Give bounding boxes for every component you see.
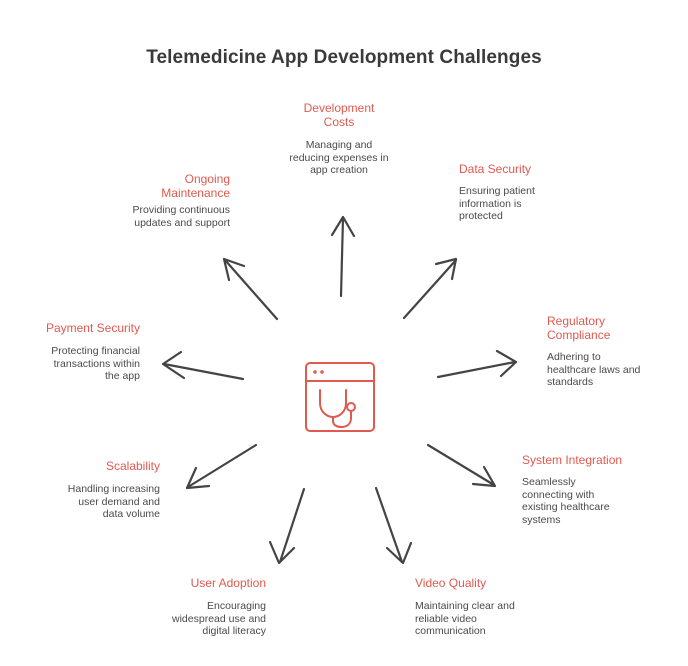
arrow-user-adoption — [268, 487, 306, 565]
label-regulatory-compliance: Regulatory Compliance — [547, 314, 611, 342]
diagram-title: Telemedicine App Development Challenges — [146, 47, 542, 68]
label-development-costs: Development Costs — [303, 101, 375, 129]
desc-video-quality: Maintaining clear and reliable video com… — [415, 600, 515, 637]
arrow-development-costs — [330, 215, 356, 298]
arrow-data-security — [402, 257, 458, 320]
arrow-ongoing-maintenance — [222, 257, 279, 321]
desc-user-adoption: Encouraging widespread use and digital l… — [172, 600, 266, 637]
label-scalability: Scalability — [105, 459, 160, 473]
label-ongoing-maintenance: Ongoing Maintenance — [161, 172, 230, 200]
desc-scalability: Handling increasing user demand and data… — [67, 483, 160, 520]
arrow-system-integration — [426, 443, 497, 488]
label-user-adoption: User Adoption — [190, 576, 266, 590]
desc-payment-security: Protecting financial transactions within… — [51, 345, 140, 382]
arrow-scalability — [185, 443, 258, 490]
desc-development-costs: Managing and reducing expenses in app cr… — [289, 139, 389, 176]
label-payment-security: Payment Security — [45, 321, 140, 335]
desc-regulatory-compliance: Adhering to healthcare laws and standard… — [547, 351, 641, 388]
telemedicine-stethoscope-window-icon — [305, 362, 375, 432]
arrow-regulatory-compliance — [436, 349, 518, 379]
arrow-payment-security — [161, 350, 245, 381]
label-system-integration: System Integration — [522, 453, 623, 467]
desc-ongoing-maintenance: Providing continuous updates and support — [132, 204, 230, 229]
desc-data-security: Ensuring patient information is protecte… — [459, 185, 535, 222]
label-data-security: Data Security — [459, 162, 532, 176]
arrow-video-quality — [374, 486, 413, 565]
desc-system-integration: Seamlessly connecting with existing heal… — [522, 476, 610, 526]
label-video-quality: Video Quality — [415, 576, 487, 590]
